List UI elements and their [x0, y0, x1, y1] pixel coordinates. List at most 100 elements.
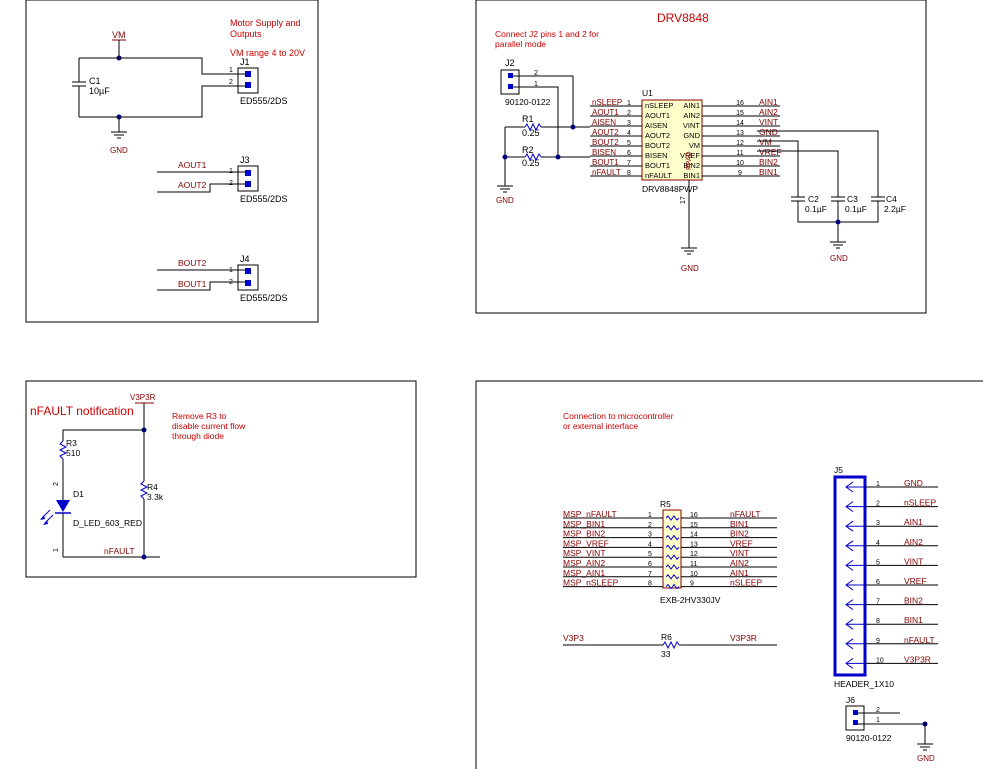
drv-right-pin-name: GND	[683, 131, 700, 140]
r2-value: 0.25	[522, 158, 540, 168]
decoupling-caps	[791, 196, 885, 202]
r5-right-net: VREF	[730, 538, 753, 548]
r5-right-net: nFAULT	[730, 509, 761, 519]
r5-left-net: MSP_BIN1	[563, 519, 605, 529]
drv-right-net: VM	[759, 137, 772, 147]
j5-ref: J5	[834, 465, 843, 475]
j2-connector	[500, 69, 520, 95]
j6-part: 90120-0122	[846, 733, 892, 743]
drv-right-net: GND	[759, 127, 778, 137]
r5-right-net: BIN2	[730, 529, 749, 539]
drv-right-pin-num: 13	[736, 130, 744, 137]
r5-right-pin: 9	[690, 581, 694, 588]
drv-left-pin-num: 4	[627, 130, 631, 137]
j1-part: ED555/2DS	[240, 96, 288, 106]
r1-value: 0.25	[522, 128, 540, 138]
d1-led	[40, 500, 71, 525]
r4-value: 3.3k	[147, 492, 164, 502]
drv-left-net: AOUT2	[592, 128, 619, 137]
j5-net: AIN1	[904, 517, 923, 527]
drv-left-pin-num: 7	[627, 160, 631, 167]
j5-pin-num: 7	[876, 599, 880, 606]
r5-element	[665, 544, 680, 551]
c3-value: 0.1µF	[845, 204, 867, 214]
r5-left-pin: 2	[648, 522, 652, 529]
motor-note-1: Motor Supply and	[230, 18, 301, 28]
j5-pin-num: 2	[876, 501, 880, 508]
j6-connector	[845, 705, 865, 731]
drv-right-pin-num: 12	[736, 140, 744, 147]
drv-right-net: BIN2	[759, 157, 778, 167]
j5-net: BIN1	[904, 615, 923, 625]
j2-ref: J2	[505, 58, 515, 68]
drv-left-pin-num: 2	[627, 110, 631, 117]
drv-left-pin-name: AOUT2	[645, 131, 670, 140]
drv-right-net: BIN1	[759, 167, 778, 177]
r5-right-net: BIN1	[730, 519, 749, 529]
r1-resistor	[524, 122, 542, 132]
j5-net: nFAULT	[904, 635, 935, 645]
r-gnd-label: GND	[496, 196, 514, 205]
r5-left-pin: 5	[648, 551, 652, 558]
mcu-connection-panel: Connection to microcontroller or externa…	[475, 380, 983, 769]
drv-right-pin-num: 11	[736, 150, 743, 157]
c2-value: 0.1µF	[805, 204, 827, 214]
drv-left-pin-name: BISEN	[645, 151, 668, 160]
j1-pin2: 2	[229, 79, 233, 86]
j1-pin1: 1	[229, 67, 233, 74]
drv-left-pin-name: AISEN	[645, 121, 668, 130]
j5-net: GND	[904, 478, 923, 488]
drv-right-pin-name: VINT	[683, 121, 701, 130]
r5-left-net: MSP_VINT	[563, 548, 606, 558]
r5-part: EXB-2HV330JV	[660, 595, 721, 605]
caps-gnd-symbol	[830, 241, 846, 249]
drv-left-net: AISEN	[592, 118, 616, 127]
nfault-title: nFAULT notification	[30, 404, 134, 418]
r5-left-net: MSP_AIN1	[563, 568, 605, 578]
ground-symbol	[111, 131, 127, 139]
drv-left-pin-name: BOUT2	[645, 141, 670, 150]
mcu-note-1: Connection to microcontroller	[563, 411, 674, 421]
r5-left-pin: 3	[648, 532, 652, 539]
r5-ref: R5	[660, 499, 671, 509]
drv-right-net: VINT	[759, 117, 778, 127]
r5-left-net: MSP_AIN2	[563, 558, 605, 568]
j5-pin-num: 9	[876, 638, 880, 645]
vm-label: VM	[112, 30, 126, 40]
j5-net: nSLEEP	[904, 498, 936, 508]
r5-right-pin: 12	[690, 551, 698, 558]
r5-left-pin: 6	[648, 561, 652, 568]
r1-ref: R1	[522, 114, 534, 124]
drv-left-net: AOUT1	[592, 108, 619, 117]
j3-ref: J3	[240, 155, 250, 165]
r3-value: 510	[66, 448, 80, 458]
r5-element	[665, 534, 680, 541]
drv-right-pin-num: 15	[736, 110, 744, 117]
c4-ref: C4	[886, 194, 897, 204]
u1-ppad-label: PPAD	[686, 151, 693, 170]
drv-left-pin-name: AOUT1	[645, 111, 670, 120]
u1-part: DRV8848PWP	[642, 184, 698, 194]
bout2-net: BOUT2	[178, 258, 207, 268]
r5-left-pin: 8	[648, 581, 652, 588]
drv-left-pin-num: 5	[627, 140, 631, 147]
j3-connector	[237, 165, 259, 192]
r5-left-pin: 1	[648, 512, 652, 519]
d1-part: D_LED_603_RED	[73, 518, 142, 528]
j5-pin-num: 1	[876, 481, 880, 488]
r5-element	[665, 554, 680, 561]
j5-pin-num: 10	[876, 657, 884, 664]
c3-ref: C3	[847, 194, 858, 204]
r3-ref: R3	[66, 438, 77, 448]
drv-right-net: AIN1	[759, 97, 778, 107]
drv-right-net: AIN2	[759, 107, 778, 117]
nfault-net: nFAULT	[104, 546, 135, 556]
drv-left-net: BOUT1	[592, 158, 619, 167]
motor-note-2: Outputs	[230, 29, 262, 39]
j4-ref: J4	[240, 254, 250, 264]
j6-pin2: 2	[876, 707, 880, 714]
drv-right-pin-num: 9	[738, 170, 742, 177]
d1-pin1: 1	[53, 548, 60, 552]
r5-left-pin: 4	[648, 541, 652, 548]
